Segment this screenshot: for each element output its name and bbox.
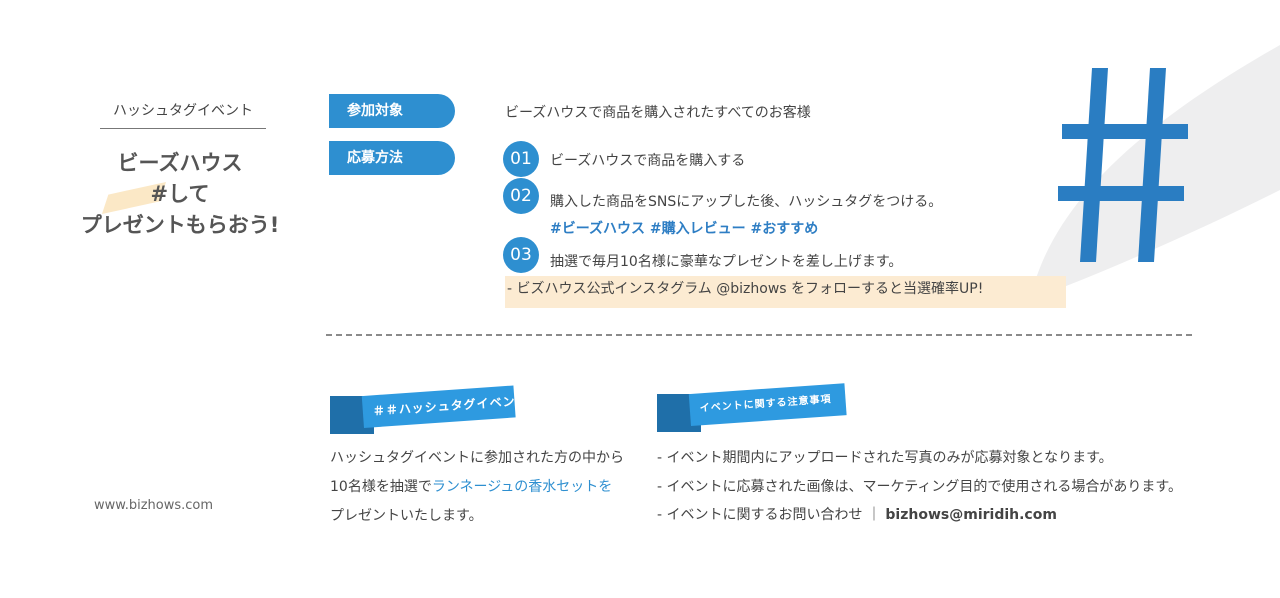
event-desc-line-2-prefix: 10名様を抽選で — [330, 479, 432, 495]
hash-icon — [1058, 68, 1188, 262]
notice-item-1: - イベント期間内にアップロードされた写真のみが応募対象となります。 — [657, 450, 1113, 466]
page-title: ビーズハウス #して プレゼントもらおう! — [60, 148, 300, 241]
event-desc-line-3: プレゼントいたします。 — [330, 508, 483, 524]
event-tag-label: ＃＃ハッシュタグイベン — [361, 385, 516, 428]
prize-highlight: ランネージュの香水セットを — [431, 479, 613, 495]
step-number-3: 03 — [503, 237, 539, 273]
notice-list: - イベント期間内にアップロードされた写真のみが応募対象となります。 - イベン… — [657, 444, 1182, 530]
target-label: 参加対象 — [329, 94, 455, 128]
method-label: 応募方法 — [329, 141, 455, 175]
title-line-1: ビーズハウス — [117, 151, 243, 175]
event-desc-line-1: ハッシュタグイベントに参加された方の中から — [330, 450, 624, 466]
event-description: ハッシュタグイベントに参加された方の中から 10名様を抽選でランネージュの香水セ… — [330, 444, 624, 531]
hashtags: #ビーズハウス #購入レビュー #おすすめ — [550, 221, 819, 237]
title-line-3: プレゼントもらおう! — [80, 213, 280, 237]
target-text: ビーズハウスで商品を購入されたすべてのお客様 — [505, 105, 811, 121]
website-link[interactable]: www.bizhows.com — [94, 498, 214, 513]
event-tag: ＃＃ハッシュタグイベン — [330, 385, 520, 434]
event-desc-line-2: 10名様を抽選でランネージュの香水セットを — [330, 473, 624, 502]
step-number-1: 01 — [503, 141, 539, 177]
notice-item-contact: - イベントに関するお問い合わせ ｜ bizhows@miridih.com — [657, 501, 1182, 530]
notice-tag-label: イベントに関する注意事項 — [688, 383, 847, 426]
contact-prefix: - イベントに関するお問い合わせ ｜ — [657, 507, 886, 523]
title-line-2: #して — [150, 182, 210, 206]
instagram-note: - ビズハウス公式インスタグラム @bizhows をフォローすると当選確率UP… — [505, 276, 1066, 308]
step-number-2: 02 — [503, 178, 539, 214]
step-text-1: ビーズハウスで商品を購入する — [550, 153, 746, 169]
step-text-3: 抽選で毎月10名様に豪華なプレゼントを差し上げます。 — [550, 254, 903, 270]
contact-email[interactable]: bizhows@miridih.com — [885, 507, 1057, 523]
section-divider — [326, 334, 1192, 336]
notice-item-2: - イベントに応募された画像は、マーケティング目的で使用される場合があります。 — [657, 478, 1182, 495]
step-text-2: 購入した商品をSNSにアップした後、ハッシュタグをつける。 — [550, 194, 943, 210]
event-category-label: ハッシュタグイベント — [100, 100, 266, 129]
notice-tag: イベントに関する注意事項 — [657, 383, 849, 432]
